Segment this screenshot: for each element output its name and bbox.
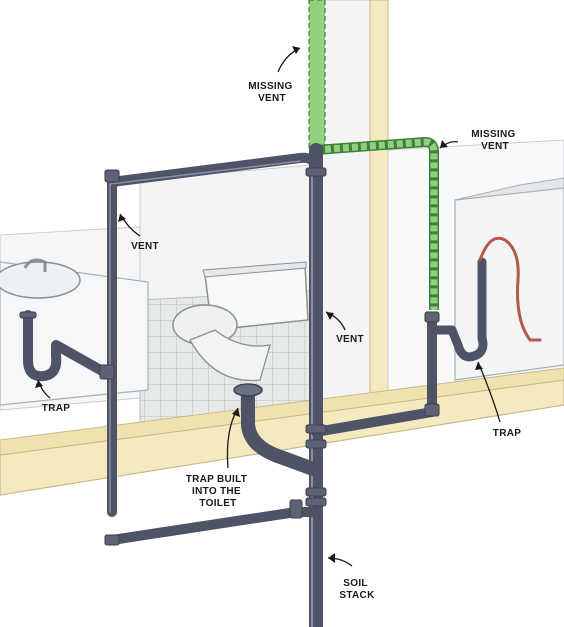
label-trap-toilet: TRAP BUILT INTO THE TOILET xyxy=(186,474,251,509)
arrow-head xyxy=(232,408,240,417)
toilet-drain-pipe xyxy=(241,388,323,477)
label-trap-right: TRAP xyxy=(493,428,521,439)
coupling xyxy=(305,424,327,434)
sink-tailpiece xyxy=(19,311,37,319)
arrow-head xyxy=(440,140,448,148)
toilet xyxy=(172,261,309,382)
tee xyxy=(99,364,115,380)
arrow-head xyxy=(328,553,335,563)
labels: MISSING VENT MISSING VENT VENT VENT TRAP… xyxy=(42,81,521,601)
tub-trap-pipe xyxy=(427,257,488,362)
coupling xyxy=(305,497,327,507)
label-missing-vent-left: MISSING VENT xyxy=(248,81,295,104)
label-vent-center: VENT xyxy=(336,334,364,345)
lower-vent-connection xyxy=(107,507,321,545)
arrow-head xyxy=(326,312,334,320)
background-structure xyxy=(0,0,564,496)
toilet-tank-lid xyxy=(202,261,307,278)
missing-vent-branch xyxy=(315,138,438,310)
elbow xyxy=(104,169,120,183)
toilet-flange xyxy=(233,383,263,397)
elbow xyxy=(424,403,440,417)
bathtub xyxy=(454,187,564,381)
sink-faucet xyxy=(23,258,47,272)
vent-loop-highlight xyxy=(109,160,301,513)
missing-vent-stack xyxy=(308,0,326,151)
elbow xyxy=(104,534,120,546)
arrow-head xyxy=(475,362,483,370)
wye xyxy=(289,499,303,519)
coupling xyxy=(305,439,327,449)
center-stud xyxy=(369,0,389,403)
label-trap-left: TRAP xyxy=(42,403,70,414)
floor-plate-top xyxy=(0,367,564,456)
label-vent-left: VENT xyxy=(131,241,159,252)
label-missing-vent-right: MISSING VENT xyxy=(471,129,518,152)
sink-bowl xyxy=(0,261,81,299)
arrow-heads xyxy=(35,46,483,563)
tub-supply-line xyxy=(478,236,542,342)
bathtub-rim xyxy=(454,177,564,201)
label-soil-stack: SOIL STACK xyxy=(339,578,375,601)
coupling xyxy=(424,311,440,323)
coupling xyxy=(305,167,327,177)
arrow-head xyxy=(35,380,43,388)
toilet-base xyxy=(189,329,271,382)
missing-vents xyxy=(308,0,439,310)
pipe-fittings xyxy=(19,167,440,546)
arrow-head xyxy=(118,214,126,222)
arrow-head xyxy=(292,46,300,54)
sink-trap-pipe xyxy=(23,310,109,382)
coupling xyxy=(305,487,327,497)
